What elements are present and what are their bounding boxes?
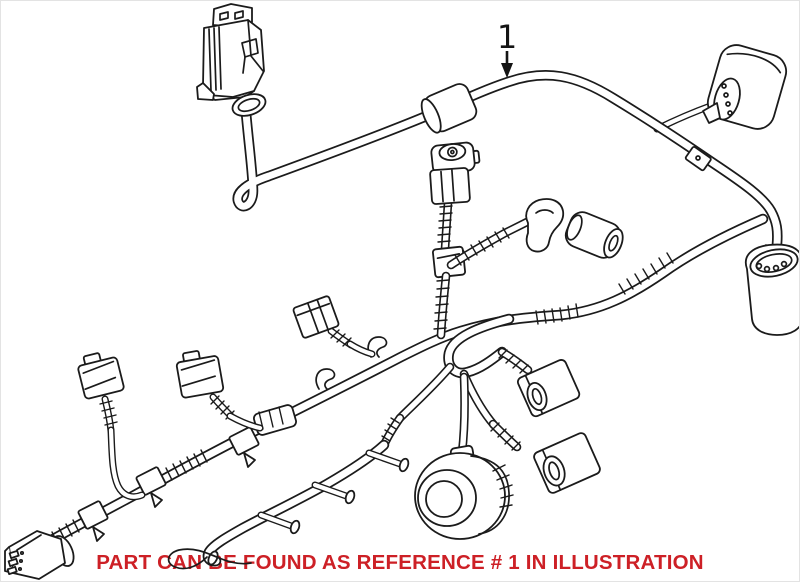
rail-feed bbox=[379, 362, 455, 450]
cylindrical-connector bbox=[564, 211, 624, 259]
right-end-connector bbox=[744, 243, 799, 336]
rail-stub bbox=[257, 511, 301, 535]
connector-foot bbox=[196, 82, 215, 101]
rail-stub bbox=[365, 449, 410, 473]
harness-hook-clip bbox=[367, 336, 388, 358]
reference-callout: 1 bbox=[497, 18, 517, 78]
corrugated-sleeve bbox=[618, 252, 674, 295]
injector-rail bbox=[167, 439, 410, 570]
harness-clip bbox=[77, 500, 109, 542]
arrow-head bbox=[501, 63, 513, 78]
elbow-boot bbox=[525, 198, 565, 253]
boot-feed-tube bbox=[457, 372, 469, 458]
rail-stub bbox=[311, 481, 356, 505]
connector-nub bbox=[702, 102, 721, 124]
bottom-left-connector bbox=[4, 530, 75, 580]
main-harness-trunk bbox=[232, 70, 783, 259]
top-right-connector bbox=[702, 44, 788, 130]
left-sensor-connector-2 bbox=[175, 350, 264, 432]
center-connector bbox=[292, 295, 376, 358]
ecu-connector bbox=[196, 3, 267, 117]
elbow-branch bbox=[446, 198, 624, 270]
caption-text: PART CAN BE FOUND AS REFERENCE # 1 IN IL… bbox=[96, 551, 704, 574]
rail-end-wire-loop bbox=[167, 548, 252, 570]
round-boot bbox=[414, 444, 514, 540]
harness-hook-clip bbox=[315, 368, 336, 390]
trunk-sleeve bbox=[420, 83, 478, 134]
harness-clip bbox=[135, 466, 167, 508]
harness-clip bbox=[228, 426, 260, 468]
left-sensor-connector-1 bbox=[77, 352, 146, 501]
ignition-coil-connector bbox=[429, 141, 481, 340]
branch-connector-upper bbox=[497, 347, 581, 418]
lower-harness-trunk bbox=[33, 213, 769, 553]
corrugated-sleeve bbox=[535, 303, 579, 325]
trunk-clip bbox=[684, 146, 712, 172]
reference-number: 1 bbox=[497, 18, 517, 56]
